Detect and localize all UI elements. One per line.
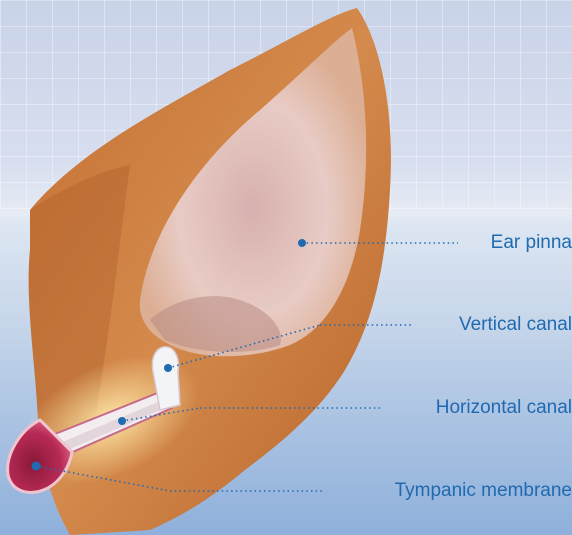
dot-vertical-canal [164,364,172,372]
dot-tympanic-membrane [32,462,41,471]
label-vertical-canal: Vertical canal [459,314,572,336]
dot-horizontal-canal [118,417,126,425]
dot-ear-pinna [298,239,306,247]
label-tympanic-membrane: Tympanic membrane [395,480,572,502]
label-horizontal-canal: Horizontal canal [436,397,572,419]
label-ear-pinna: Ear pinna [491,232,572,254]
